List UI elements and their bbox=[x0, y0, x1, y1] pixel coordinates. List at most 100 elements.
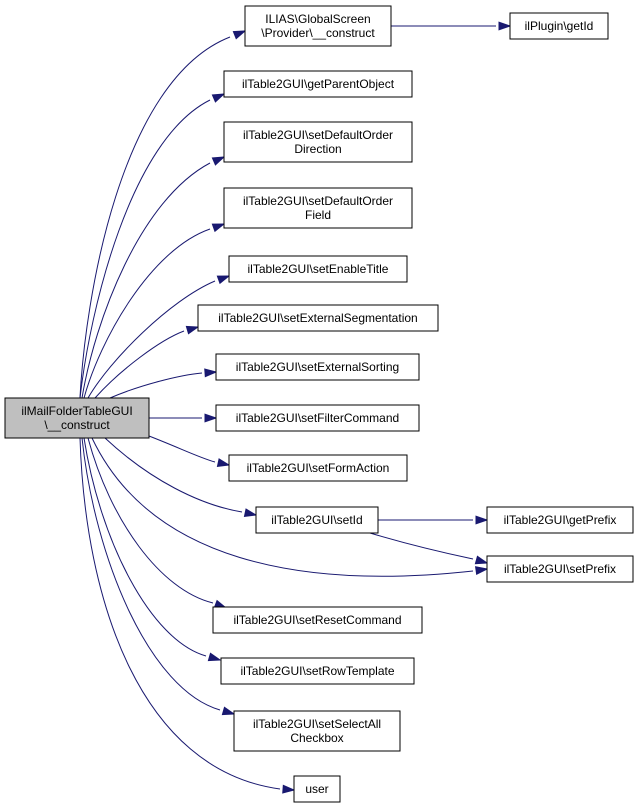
node-label-line: ilTable2GUI\setExternalSegmentation bbox=[218, 311, 417, 325]
node-box bbox=[486, 506, 634, 534]
node-set-prefix[interactable]: ilTable2GUI\setPrefix bbox=[486, 555, 634, 583]
node-label-line: ilTable2GUI\getParentObject bbox=[242, 77, 395, 91]
node-box bbox=[220, 657, 415, 685]
node-label-line: \Provider\__construct bbox=[261, 26, 375, 40]
node-box bbox=[223, 121, 413, 163]
arrowhead-icon bbox=[204, 413, 218, 423]
node-set-id[interactable]: ilTable2GUI\setId bbox=[255, 506, 379, 534]
node-label-line: user bbox=[305, 782, 328, 796]
edge-root-to-set_external_sorting bbox=[109, 368, 218, 399]
node-label-line: ilTable2GUI\setFormAction bbox=[247, 461, 390, 475]
node-label-line: ilMailFolderTableGUI bbox=[21, 404, 132, 418]
arrowhead-icon bbox=[216, 275, 231, 285]
edge-root-to-set_default_order_field bbox=[83, 223, 226, 399]
edge-root-to-set_select_all_checkbox bbox=[81, 437, 236, 716]
edge-root-to-set_enable_title bbox=[87, 275, 231, 399]
arrowhead-icon bbox=[474, 566, 489, 576]
edge-root-to-set_row_template bbox=[83, 437, 222, 662]
edge-root-to-set_form_action bbox=[148, 435, 231, 467]
node-set-reset-command[interactable]: ilTable2GUI\setResetCommand bbox=[212, 606, 423, 634]
edge-root-to-set_default_order_direction bbox=[81, 156, 226, 399]
edge-line bbox=[81, 437, 221, 711]
edge-line bbox=[79, 36, 231, 399]
node-box bbox=[197, 304, 439, 332]
node-label-line: Direction bbox=[294, 142, 341, 156]
arrowhead-icon bbox=[207, 652, 222, 662]
edge-root-to-gs_provider bbox=[79, 30, 247, 399]
node-label-line: ilTable2GUI\setExternalSorting bbox=[236, 360, 399, 374]
node-box bbox=[244, 5, 392, 47]
node-set-row-template[interactable]: ilTable2GUI\setRowTemplate bbox=[220, 657, 415, 685]
edge-root-to-set_prefix bbox=[91, 437, 489, 577]
node-label-line: ilTable2GUI\setFilterCommand bbox=[236, 411, 399, 425]
node-label-line: ilTable2GUI\setId bbox=[271, 513, 362, 527]
node-box bbox=[255, 506, 379, 534]
node-label-line: ilTable2GUI\setPrefix bbox=[504, 562, 616, 576]
node-box bbox=[293, 775, 341, 803]
node-box bbox=[215, 353, 420, 381]
node-set-enable-title[interactable]: ilTable2GUI\setEnableTitle bbox=[228, 255, 408, 283]
edge-line bbox=[83, 437, 207, 657]
edge-line bbox=[87, 280, 216, 399]
arrowhead-icon bbox=[282, 784, 296, 794]
node-box bbox=[4, 397, 150, 439]
node-get-parent-object[interactable]: ilTable2GUI\getParentObject bbox=[223, 70, 413, 98]
node-gs-provider[interactable]: ILIAS\GlobalScreen\Provider\__construct bbox=[244, 5, 392, 47]
node-label-line: ilTable2GUI\setDefaultOrder bbox=[243, 128, 393, 142]
node-label-line: Field bbox=[305, 208, 331, 222]
node-set-filter-command[interactable]: ilTable2GUI\setFilterCommand bbox=[215, 404, 420, 432]
arrowhead-icon bbox=[204, 368, 218, 378]
edge-root-to-set_reset_command bbox=[87, 437, 228, 609]
edge-set_id-to-get_prefix bbox=[378, 515, 489, 525]
edge-set_id-to-set_prefix bbox=[369, 532, 489, 565]
edge-line bbox=[148, 435, 216, 463]
node-box bbox=[233, 710, 401, 752]
arrowhead-icon bbox=[475, 515, 489, 525]
edge-line bbox=[91, 437, 474, 577]
node-set-external-sorting[interactable]: ilTable2GUI\setExternalSorting bbox=[215, 353, 420, 381]
node-set-form-action[interactable]: ilTable2GUI\setFormAction bbox=[228, 454, 408, 482]
edge-root-to-get_parent_object bbox=[79, 93, 226, 399]
node-box bbox=[223, 187, 413, 229]
node-box bbox=[486, 555, 634, 583]
node-label-line: ilTable2GUI\getPrefix bbox=[504, 513, 617, 527]
edge-root-to-set_external_segmentation bbox=[94, 325, 200, 399]
arrowhead-icon bbox=[232, 30, 247, 40]
arrowhead-icon bbox=[474, 555, 489, 565]
node-label-line: ilTable2GUI\setResetCommand bbox=[233, 613, 401, 627]
arrowhead-icon bbox=[498, 21, 512, 31]
edges-layer bbox=[79, 21, 512, 794]
node-get-prefix[interactable]: ilTable2GUI\getPrefix bbox=[486, 506, 634, 534]
arrowhead-icon bbox=[243, 508, 258, 518]
node-root[interactable]: ilMailFolderTableGUI\__construct bbox=[4, 397, 150, 439]
edge-line bbox=[79, 99, 211, 399]
node-box bbox=[228, 454, 408, 482]
arrowhead-icon bbox=[221, 706, 236, 716]
arrowhead-icon bbox=[211, 93, 226, 103]
node-box bbox=[509, 12, 609, 40]
edge-line bbox=[369, 532, 474, 560]
edge-line bbox=[79, 437, 281, 790]
edge-root-to-set_filter_command bbox=[149, 413, 218, 423]
node-box bbox=[228, 255, 408, 283]
edge-line bbox=[83, 228, 211, 399]
nodes-layer: ilMailFolderTableGUI\__construct ILIAS\Gl… bbox=[4, 5, 634, 803]
arrowhead-icon bbox=[211, 223, 226, 233]
node-label-line: \__construct bbox=[44, 418, 110, 432]
arrowhead-icon bbox=[216, 458, 231, 467]
node-box bbox=[215, 404, 420, 432]
node-label-line: ilTable2GUI\setEnableTitle bbox=[248, 262, 389, 276]
node-plugin-getid[interactable]: ilPlugin\getId bbox=[509, 12, 609, 40]
edge-root-to-set_id bbox=[104, 437, 258, 518]
node-box bbox=[223, 70, 413, 98]
node-user[interactable]: user bbox=[293, 775, 341, 803]
node-label-line: ilTable2GUI\setSelectAll bbox=[253, 717, 381, 731]
arrowhead-icon bbox=[185, 325, 200, 335]
node-set-external-segmentation[interactable]: ilTable2GUI\setExternalSegmentation bbox=[197, 304, 439, 332]
edge-line bbox=[109, 372, 203, 399]
node-label-line: ilTable2GUI\setRowTemplate bbox=[240, 664, 394, 678]
